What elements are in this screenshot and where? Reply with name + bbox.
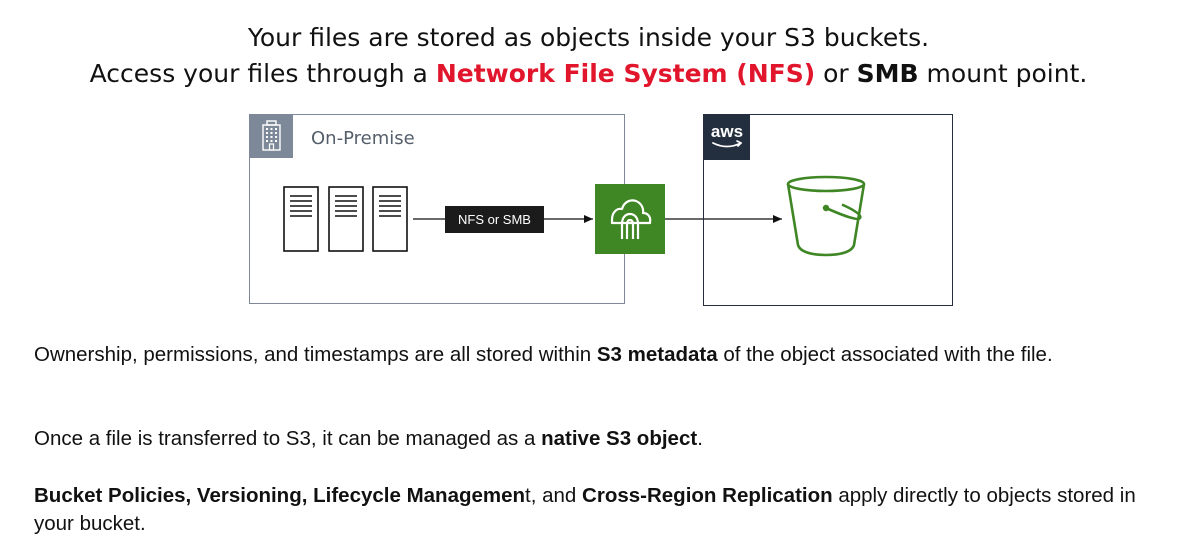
bucket-features-text-end: apply directly to objects stored in your…: [34, 484, 1136, 535]
storage-gateway-icon: [595, 184, 665, 254]
connector-arrows: [413, 215, 782, 223]
server-icon: [328, 186, 364, 252]
native-object-note-end: .: [697, 427, 703, 450]
building-icon: [250, 115, 293, 158]
smb-highlight: SMB: [856, 59, 919, 88]
server-icon: [283, 186, 319, 252]
metadata-note: Ownership, permissions, and timestamps a…: [34, 341, 1159, 369]
architecture-diagram: On-Premise: [249, 114, 953, 306]
header-line-2: Access your files through a Network File…: [0, 56, 1177, 92]
aws-logo-text: aws: [711, 122, 743, 141]
header-line-1: Your files are stored as objects inside …: [247, 23, 930, 52]
header: Your files are stored as objects inside …: [0, 20, 1177, 92]
bucket-features-note: Bucket Policies, Versioning, Lifecycle M…: [34, 482, 1159, 538]
nfs-highlight: Network File System (NFS): [435, 59, 816, 88]
native-object-note-text: Once a file is transferred to S3, it can…: [34, 427, 542, 450]
metadata-note-text-end: of the object associated with the file.: [717, 343, 1053, 366]
s3-metadata-emphasis: S3 metadata: [596, 343, 718, 366]
native-object-note: Once a file is transferred to S3, it can…: [34, 425, 1159, 453]
header-line-2-mid: or: [815, 59, 857, 88]
bucket-features-emphasis: Bucket Policies, Versioning, Lifecycle M…: [34, 484, 526, 507]
protocol-label: NFS or SMB: [445, 206, 544, 233]
onprem-label: On-Premise: [311, 128, 415, 149]
native-s3-object-emphasis: native S3 object: [541, 427, 698, 450]
s3-bucket-icon: [784, 173, 870, 259]
cross-region-replication-emphasis: Cross-Region Replication: [582, 484, 833, 507]
aws-logo: aws: [704, 115, 750, 160]
metadata-note-text: Ownership, permissions, and timestamps a…: [34, 343, 597, 366]
bucket-features-text: t, and: [525, 484, 583, 507]
server-icon: [372, 186, 408, 252]
aws-cloud-group: aws: [703, 114, 953, 306]
header-line-2-prefix: Access your files through a: [89, 59, 436, 88]
header-line-2-suffix: mount point.: [918, 59, 1088, 88]
